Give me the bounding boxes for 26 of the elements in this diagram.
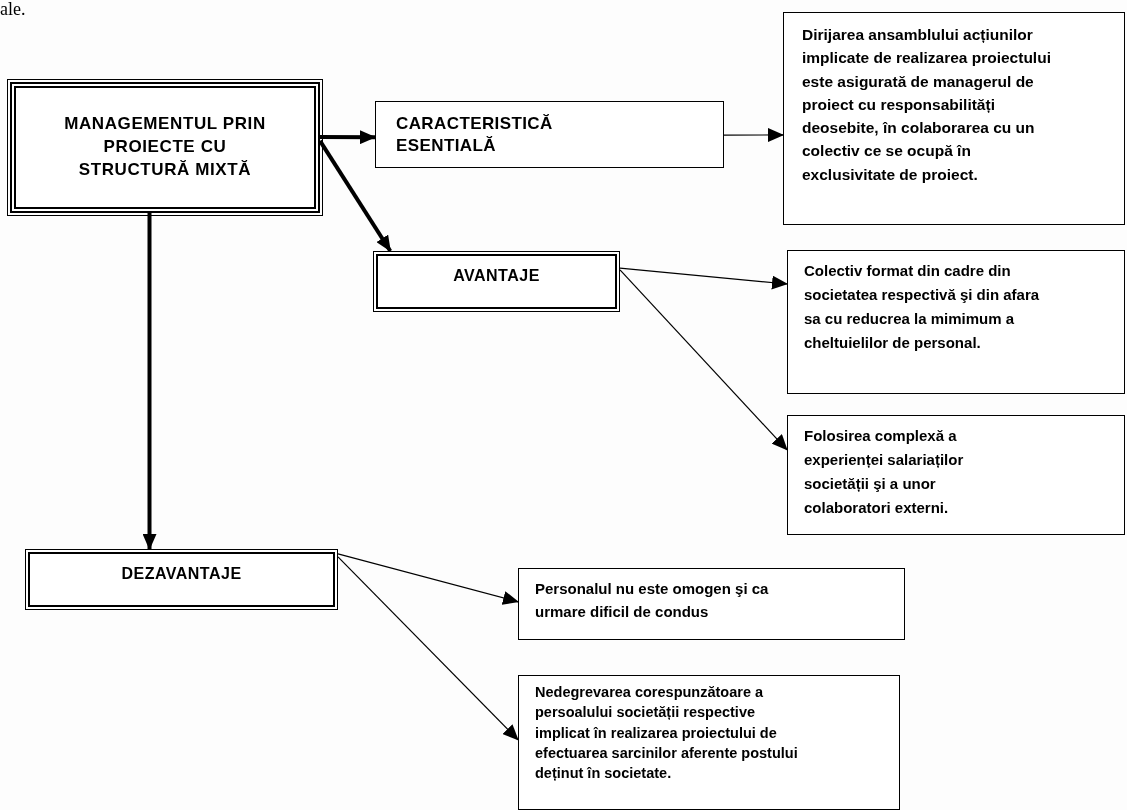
text-box: [783, 12, 1125, 225]
text-box: [518, 675, 900, 810]
text-box: [518, 568, 905, 640]
text-fragment: ale.: [0, 0, 26, 18]
box-text: Colectiv format din cadre din societatea respectivă şi din afara sa cu reducrea la mimimum a cheltuielilor de personal.: [804, 261, 1041, 353]
box-text: DEZAVANTAJE: [121, 564, 242, 584]
box-text: Folosirea complexă a experienței salariaților societății şi a unor colaboratori externi.: [804, 426, 965, 518]
arrow: [723, 127, 784, 142]
arrow: [619, 267, 788, 290]
box-text: Personalul nu este omogen şi ca urmare dificil de condus: [535, 579, 770, 623]
box-text: Nedegrevarea corespunzătoare a persoalului societății respective implicat în realizarea proiectului de efectuarea sarcinilor aferente postului deținut în societate.: [535, 683, 799, 784]
arrow: [142, 213, 157, 550]
process-box: [25, 549, 338, 610]
text-box: [787, 250, 1125, 394]
title-box: [10, 82, 320, 213]
arrow: [320, 130, 376, 145]
arrow: [619, 269, 788, 451]
box-text: Dirijarea ansamblului acțiunilor implicate de realizarea proiectului este asigurată de managerul de proiect cu responsabilități deosebite, în colaborarea cu un colectiv ce se ocupă în exclusivitate de proiect.: [802, 25, 1052, 185]
box-text: CARACTERISTICĂ ESENTIALĂ: [396, 113, 554, 156]
process-box: [375, 101, 724, 168]
process-box: [373, 251, 620, 312]
arrow: [337, 553, 519, 605]
box-text: MANAGEMENTUL PRIN PROIECTE CU STRUCTURĂ MIXTĂ: [63, 113, 267, 181]
arrow: [337, 556, 519, 741]
text-box: [787, 415, 1125, 535]
box-text: AVANTAJE: [453, 266, 540, 286]
